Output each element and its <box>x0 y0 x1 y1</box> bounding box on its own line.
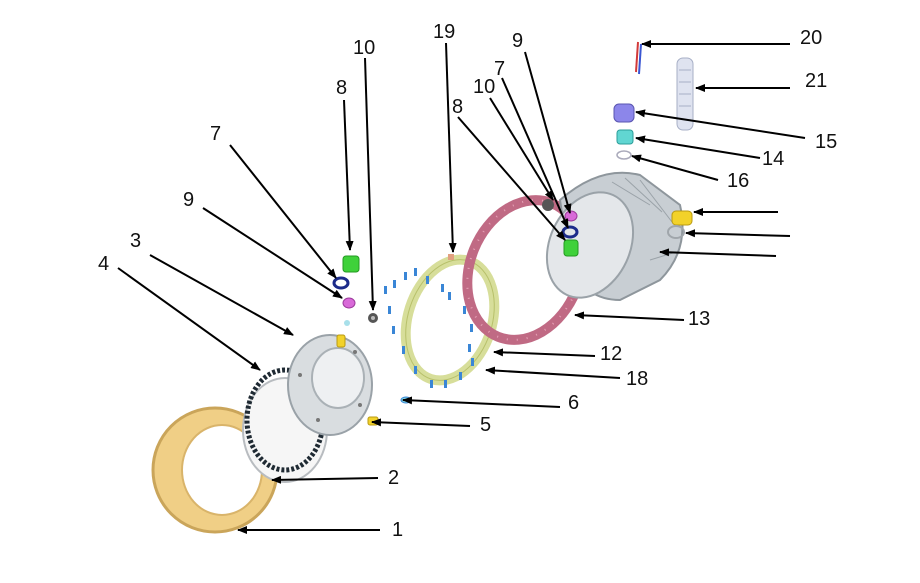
callout-4: 4 <box>98 253 109 275</box>
small-yellow-clip <box>336 334 346 348</box>
callout-16: 16 <box>727 170 749 192</box>
callout-1: 1 <box>392 519 403 541</box>
callout-6: 6 <box>568 392 579 414</box>
green-gland-right <box>563 239 579 257</box>
main-housing <box>545 171 684 302</box>
cable-nut-left <box>368 313 378 323</box>
thin-washer <box>616 150 632 160</box>
screw-part-5 <box>367 416 379 426</box>
flange <box>287 334 373 436</box>
callout-18: 18 <box>626 368 648 390</box>
callout-15: 15 <box>815 131 837 153</box>
tiny-part-left <box>344 320 350 326</box>
cable-wires <box>635 41 642 75</box>
magenta-washer-right <box>564 210 578 222</box>
callout-12: 12 <box>600 343 622 365</box>
callout-13: 13 <box>688 308 710 330</box>
green-gland-left <box>342 255 360 273</box>
callout-21: 21 <box>805 70 827 92</box>
callout-19: 19 <box>433 21 455 43</box>
callout-9-right: 9 <box>512 30 523 52</box>
cable-sleeve <box>676 57 694 131</box>
cable-nut-right <box>542 199 554 211</box>
white-ring-fitting <box>667 225 685 239</box>
leader-arrows <box>117 40 806 534</box>
callout-10-left: 10 <box>353 37 375 59</box>
magenta-washer-left <box>342 297 356 309</box>
callout-14: 14 <box>762 148 784 170</box>
tiny-part-19 <box>448 254 454 260</box>
callout-8-right: 8 <box>452 96 463 118</box>
screw-set <box>384 268 474 388</box>
callout-20: 20 <box>800 27 822 49</box>
callout-8-left: 8 <box>336 77 347 99</box>
yellow-fitting <box>671 210 693 226</box>
navy-o-ring-left <box>332 276 350 290</box>
callout-5: 5 <box>480 414 491 436</box>
callout-9-left: 9 <box>183 189 194 211</box>
callout-7-left: 7 <box>210 123 221 145</box>
teal-nut <box>616 129 634 145</box>
callout-3: 3 <box>130 230 141 252</box>
purple-cap <box>613 103 635 123</box>
callout-10-right: 10 <box>473 76 495 98</box>
callout-7-right: 7 <box>494 58 505 80</box>
callout-numbers: 1 2 3 4 5 6 7 8 9 10 19 8 10 7 9 20 21 1… <box>98 21 837 541</box>
callout-2: 2 <box>388 467 399 489</box>
